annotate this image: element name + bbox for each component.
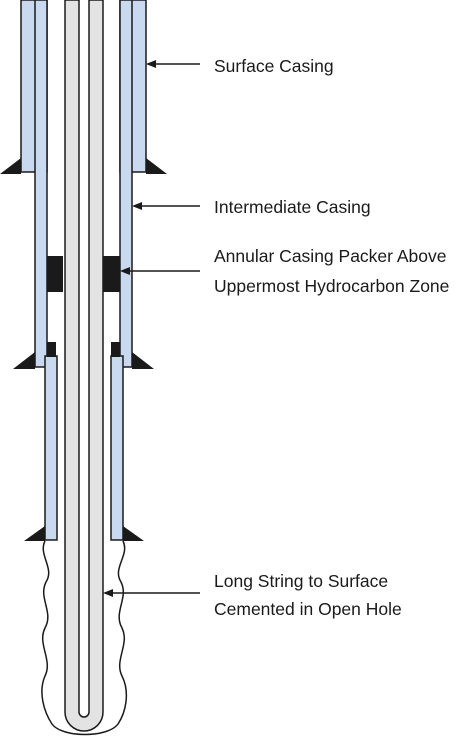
long-string-right-wall xyxy=(110,355,124,541)
intermediate-casing-shoe-left xyxy=(13,352,35,369)
packer-label-line2: Uppermost Hydrocarbon Zone xyxy=(214,276,450,296)
long-string-shoe-left xyxy=(24,526,45,541)
annular-packer-right xyxy=(100,256,120,292)
surface-casing-shoe-left xyxy=(0,158,21,174)
annular-packer-left xyxy=(47,256,63,292)
small-packer-left xyxy=(47,342,56,357)
small-packer-right xyxy=(111,342,120,357)
long-string-label-line2: Cemented in Open Hole xyxy=(214,599,402,619)
packer-arrow xyxy=(120,267,200,275)
surface-casing-shoe-right xyxy=(146,158,167,174)
intermediate-casing-right-wall xyxy=(119,0,133,368)
surface-casing-arrow xyxy=(146,60,200,68)
long-string-left-wall xyxy=(44,355,58,541)
packer-label-line1: Annular Casing Packer Above xyxy=(214,246,447,266)
long-string-arrow xyxy=(103,589,200,597)
open-hole-wall xyxy=(41,540,128,736)
tubing-string xyxy=(64,0,104,732)
long-string-label-line1: Long String to Surface xyxy=(214,571,389,591)
intermediate-casing-label: Intermediate Casing xyxy=(214,197,371,217)
long-string-shoe-right xyxy=(123,526,144,541)
surface-casing-label: Surface Casing xyxy=(214,56,334,76)
intermediate-casing-arrow xyxy=(132,202,200,210)
intermediate-casing-left-wall xyxy=(34,0,48,368)
intermediate-casing-shoe-right xyxy=(132,352,154,369)
